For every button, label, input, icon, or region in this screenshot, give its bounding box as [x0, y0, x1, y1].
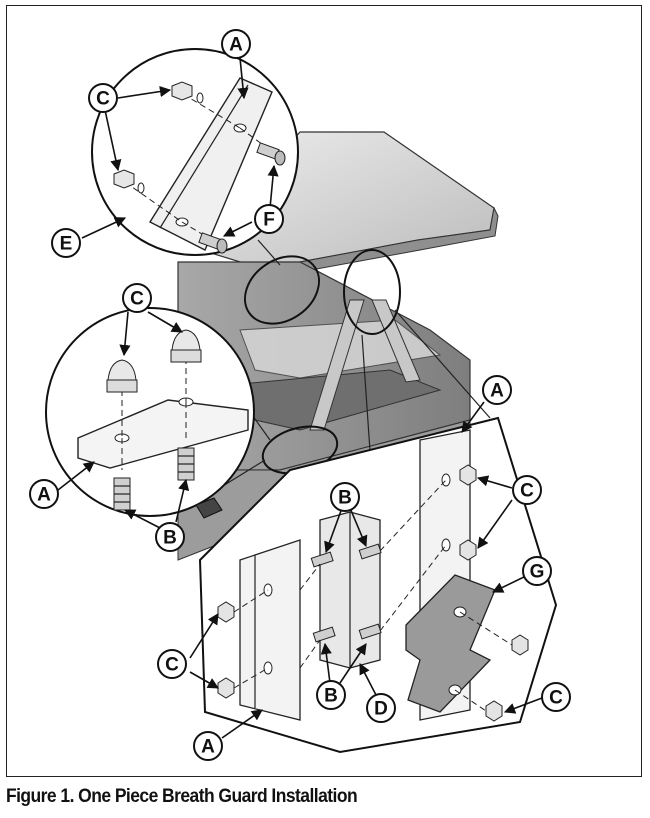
- callout-top-f: F: [254, 204, 284, 234]
- acorn-nut-right: [170, 329, 202, 363]
- support-post-right: [371, 299, 421, 383]
- callout-right-g: G: [522, 556, 552, 586]
- nut-top-upper: [171, 81, 204, 104]
- stud-left-1: [113, 477, 131, 511]
- callout-top-e-text: E: [60, 234, 73, 255]
- figure-caption: Figure 1. One Piece Breath Guard Install…: [6, 786, 358, 807]
- stud-top-lower: [198, 232, 228, 254]
- callout-right-c2: C: [541, 682, 571, 712]
- leader-lines: [57, 57, 543, 739]
- callout-left-b: B: [155, 522, 185, 552]
- callout-mid-b: B: [330, 482, 360, 512]
- acorn-nut-left: [106, 359, 138, 393]
- callout-right-g-text: G: [530, 562, 545, 583]
- callout-mid-d-text: D: [374, 699, 388, 720]
- figure-frame: [6, 5, 642, 777]
- callout-right-a-text: A: [490, 381, 504, 402]
- stud-left-2: [177, 447, 195, 481]
- support-post-left: [309, 299, 365, 431]
- callout-mid-d: D: [366, 693, 396, 723]
- callout-left-a: A: [29, 479, 59, 509]
- callout-mid-b-text: B: [338, 488, 352, 509]
- callout-left-b-text: B: [163, 528, 177, 549]
- plate-g: [405, 574, 496, 713]
- callout-left-a-text: A: [37, 485, 51, 506]
- panel-a: [239, 539, 301, 721]
- callout-left-c: C: [122, 283, 152, 313]
- callout-top-a-text: A: [229, 35, 243, 56]
- callout-right-a: A: [482, 375, 512, 405]
- callout-right-c-text: C: [520, 481, 534, 502]
- bracket-plate-left: [77, 399, 249, 469]
- detail-bottom-exploded: [198, 416, 558, 754]
- bracket-plate-top: [149, 77, 273, 251]
- nut-top-lower: [113, 169, 145, 194]
- callout-top-f-text: F: [263, 210, 275, 231]
- callout-mid-b2: B: [316, 680, 346, 710]
- detail-top-magnifier: [91, 48, 299, 256]
- callout-bottom-c: C: [157, 649, 187, 679]
- stud-top-upper: [256, 142, 286, 166]
- callout-top-e: E: [51, 228, 81, 258]
- callout-top-c-text: C: [96, 89, 110, 110]
- callout-left-c-text: C: [130, 289, 144, 310]
- fastener-device: [195, 497, 223, 519]
- callout-bottom-a-text: A: [201, 737, 215, 758]
- detail-left-magnifier: [45, 307, 255, 517]
- callout-bottom-c-text: C: [165, 655, 179, 676]
- callout-right-c2-text: C: [549, 688, 563, 709]
- callout-top-c: C: [88, 83, 118, 113]
- nuts-c-bottom: [217, 464, 529, 722]
- studs-b: [310, 543, 382, 643]
- callout-mid-b2-text: B: [324, 686, 338, 707]
- callout-right-c: C: [512, 475, 542, 505]
- callout-bottom-a: A: [193, 731, 223, 761]
- callout-top-a: A: [221, 29, 251, 59]
